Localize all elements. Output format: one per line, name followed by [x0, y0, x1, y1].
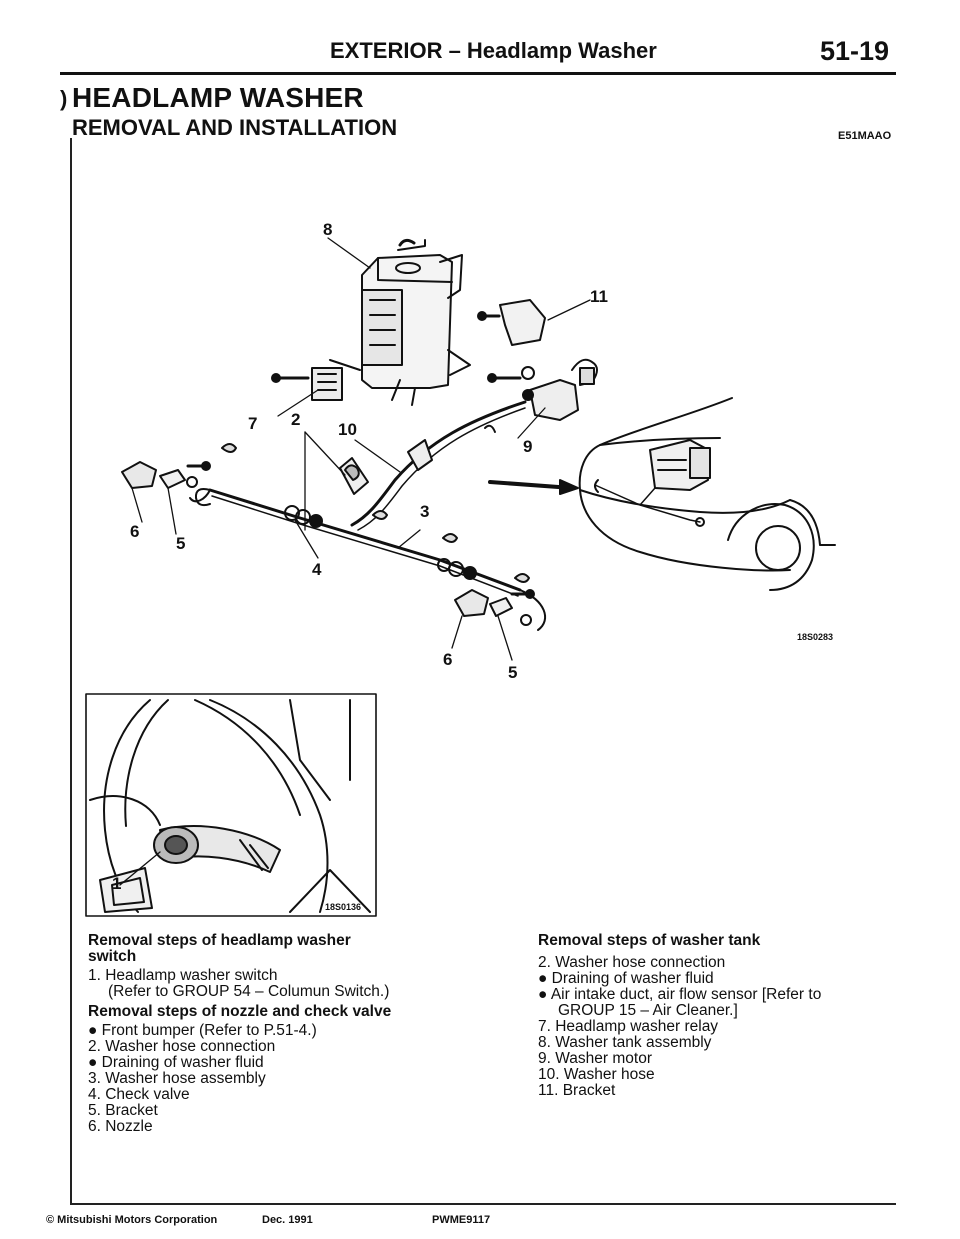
- callout-1: 1: [112, 874, 122, 893]
- page-number: 51-19: [820, 36, 890, 66]
- car-front-corner-view: [578, 397, 836, 591]
- washer-tank-diagram: [121, 237, 598, 661]
- heading-nozzle: Removal steps of nozzle and check valve: [88, 1003, 392, 1020]
- list-item: ● Front bumper (Refer to P.51-4.): [88, 1022, 317, 1039]
- callout-6-left: 6: [130, 522, 140, 541]
- steering-column-switch-diagram: [85, 693, 377, 917]
- step-headlamp-switch: 1. Headlamp washer switch: [88, 967, 278, 984]
- list-item: 2. Washer hose connection: [88, 1038, 276, 1055]
- list-item: 9. Washer motor: [538, 1050, 652, 1067]
- callout-4: 4: [312, 560, 322, 579]
- list-item: 4. Check valve: [88, 1086, 190, 1103]
- header-rule: [60, 72, 896, 75]
- list-item: ● Draining of washer fluid: [88, 1054, 264, 1071]
- list-item: 5. Bracket: [88, 1102, 158, 1119]
- list-item: 2. Washer hose connection: [538, 954, 726, 971]
- left-column: Removal steps of headlamp washer switch …: [88, 933, 418, 1135]
- callout-6-right: 6: [443, 650, 453, 669]
- heading-switch-cont: switch: [88, 948, 137, 965]
- section-title: EXTERIOR – Headlamp Washer: [330, 38, 657, 63]
- footer-publication: PWME9117: [432, 1214, 491, 1226]
- page-title: HEADLAMP WASHER: [72, 82, 364, 113]
- step-headlamp-switch-ref: (Refer to GROUP 54 – Columun Switch.): [108, 983, 390, 1000]
- heading-tank: Removal steps of washer tank: [538, 932, 761, 949]
- callout-9: 9: [523, 437, 533, 456]
- list-item: 7. Headlamp washer relay: [538, 1018, 719, 1035]
- callout-3: 3: [420, 502, 430, 521]
- figure2-code: 18S0136: [325, 902, 362, 912]
- left-margin-rule: [70, 138, 72, 1203]
- list-item: 6. Nozzle: [88, 1118, 153, 1135]
- footer-date: Dec. 1991: [262, 1214, 313, 1226]
- list-item: ● Draining of washer fluid: [538, 970, 714, 987]
- list-item: ● Air intake duct, air flow sensor [Refe…: [538, 986, 822, 1003]
- footer-rule: [70, 1203, 896, 1205]
- list-item-cont: GROUP 15 – Air Cleaner.]: [558, 1002, 738, 1019]
- heading-switch: Removal steps of headlamp washer: [88, 932, 351, 949]
- list-item: 10. Washer hose: [538, 1066, 655, 1083]
- list-item: 3. Washer hose assembly: [88, 1070, 266, 1087]
- callout-8: 8: [323, 220, 333, 239]
- section-code: E51MAAO: [838, 130, 892, 142]
- figure1-code: 18S0283: [797, 632, 834, 642]
- list-item: 11. Bracket: [538, 1082, 616, 1099]
- page-subtitle: REMOVAL AND INSTALLATION: [72, 115, 398, 140]
- margin-mark: ): [60, 86, 68, 111]
- callout-10: 10: [338, 420, 357, 439]
- callout-11: 11: [590, 287, 608, 306]
- callout-7: 7: [248, 414, 258, 433]
- callout-2: 2: [291, 410, 301, 429]
- list-item: 8. Washer tank assembly: [538, 1034, 712, 1051]
- callout-5-left: 5: [176, 534, 186, 553]
- footer-copyright: © Mitsubishi Motors Corporation: [46, 1214, 218, 1226]
- callout-5-right: 5: [508, 663, 518, 682]
- right-column: Removal steps of washer tank 2. Washer h…: [538, 933, 878, 1099]
